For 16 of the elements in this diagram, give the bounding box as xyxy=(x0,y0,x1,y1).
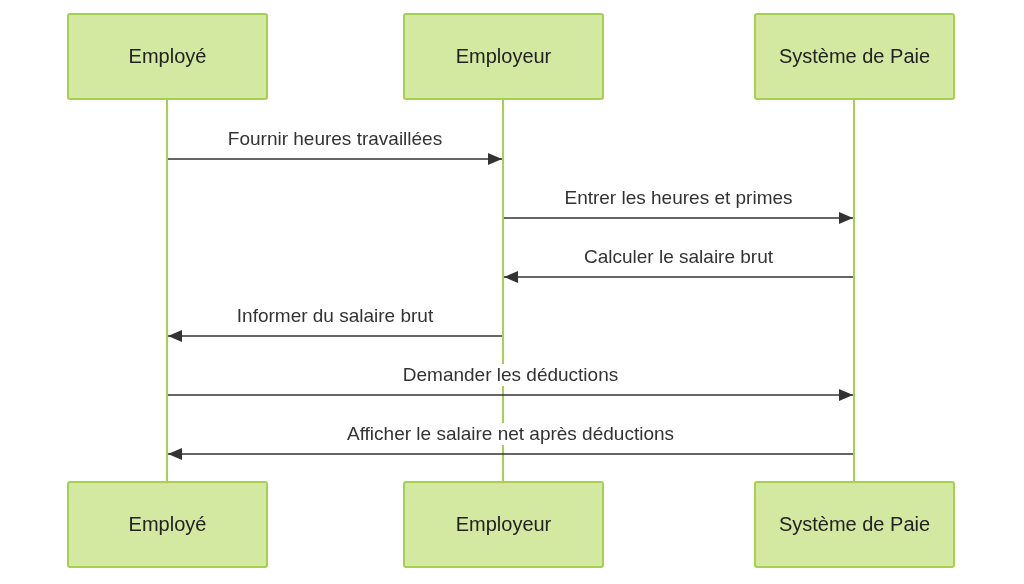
message-arrow xyxy=(503,271,854,283)
message-arrow xyxy=(167,330,503,342)
message-label: Afficher le salaire net après déductions xyxy=(344,423,677,445)
lifeline xyxy=(502,100,504,481)
message-arrow xyxy=(167,153,503,165)
participant-box: Employé xyxy=(67,481,268,568)
participant-box: Employé xyxy=(67,13,268,100)
participant-box: Système de Paie xyxy=(754,13,955,100)
message-arrow xyxy=(167,389,854,401)
participant-box: Système de Paie xyxy=(754,481,955,568)
message-arrow xyxy=(167,448,854,460)
lifeline xyxy=(166,100,168,481)
participant-box: Employeur xyxy=(403,13,604,100)
participant-box: Employeur xyxy=(403,481,604,568)
message-arrow xyxy=(503,212,854,224)
lifeline xyxy=(853,100,855,481)
